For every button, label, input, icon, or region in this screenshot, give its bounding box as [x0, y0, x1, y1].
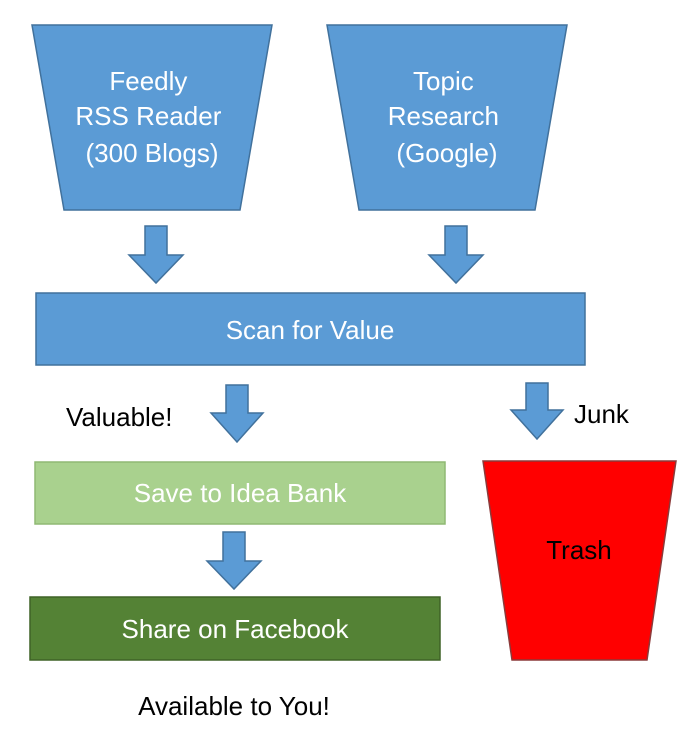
svg-text:Topic Research (Go: Topic Research (Google) — [388, 66, 507, 168]
share-on-facebook-label: Share on Facebook — [122, 614, 350, 644]
topic-line-3: (Google) — [396, 138, 497, 168]
topic-line-2: Research — [388, 101, 499, 131]
arrow-down-feedly — [127, 225, 185, 285]
feedly-line-3: (300 Blogs) — [86, 138, 219, 168]
arrow-down-share — [205, 531, 263, 591]
arrow-down-topic — [427, 225, 485, 285]
arrow-down-valuable — [209, 384, 265, 444]
funnel-feedly: Feedly RSS Reader (300 Blogs) — [31, 24, 273, 211]
save-to-idea-bank-box: Save to Idea Bank — [34, 461, 446, 525]
junk-label: Junk — [574, 399, 630, 429]
topic-line-1: Topic — [413, 66, 474, 96]
valuable-label: Valuable! — [66, 402, 173, 432]
trash-label: Trash — [546, 535, 612, 565]
share-on-facebook-box: Share on Facebook — [29, 596, 441, 661]
scan-for-value-box: Scan for Value — [35, 292, 586, 366]
funnel-topic-research: Topic Research (Google) — [326, 24, 568, 211]
funnel-trash: Trash — [482, 460, 677, 661]
feedly-line-2: RSS Reader — [75, 101, 221, 131]
scan-for-value-label: Scan for Value — [226, 315, 395, 345]
svg-text:Feedly RSS Reader: Feedly RSS Reader (300 Blogs) — [75, 66, 228, 168]
save-to-idea-bank-label: Save to Idea Bank — [134, 478, 347, 508]
arrow-down-junk — [509, 382, 565, 441]
available-to-you-label: Available to You! — [138, 691, 330, 721]
feedly-line-1: Feedly — [109, 66, 187, 96]
